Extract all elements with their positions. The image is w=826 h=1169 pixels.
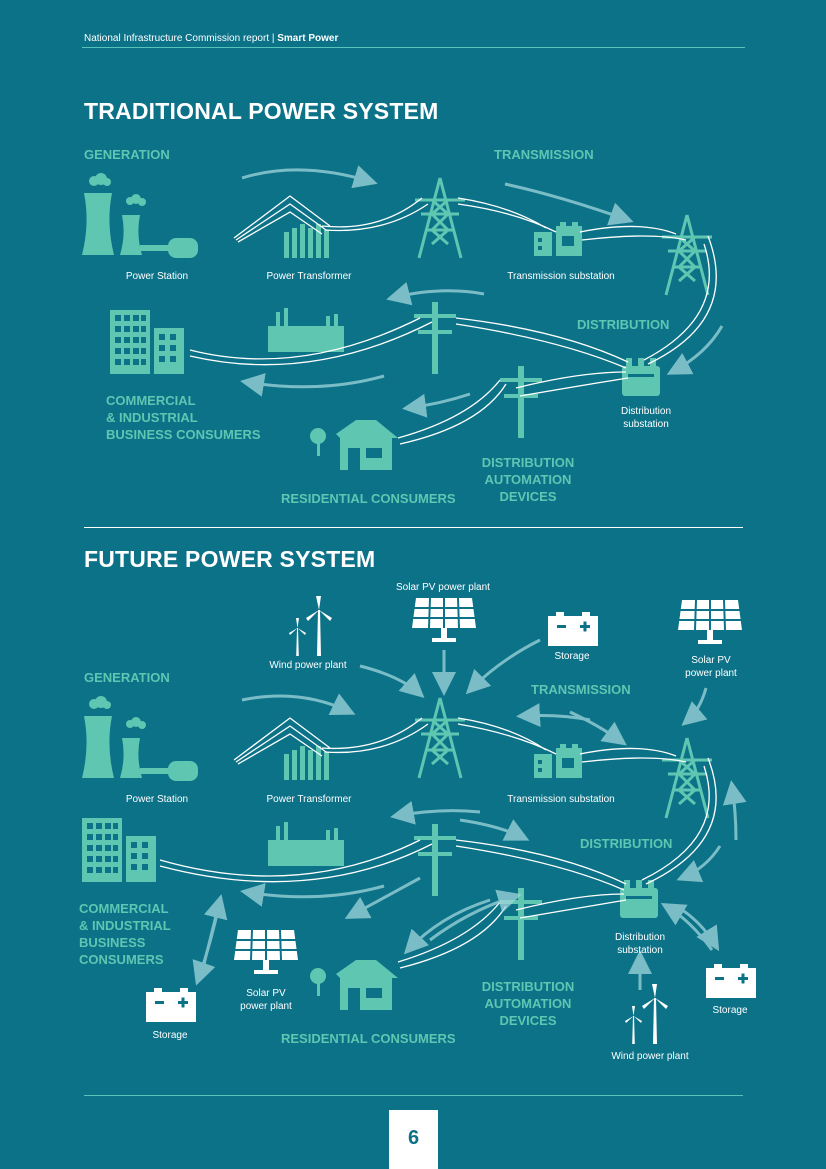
future-power-station-label: Power Station bbox=[125, 794, 189, 805]
traditional-residential-label: RESIDENTIAL CONSUMERS bbox=[281, 491, 456, 506]
distribution-substation-icon bbox=[622, 358, 660, 396]
header-bold: Smart Power bbox=[277, 33, 339, 44]
traditional-generation-label: GENERATION bbox=[84, 147, 170, 162]
page-number: 6 bbox=[389, 1110, 438, 1169]
future-solar-right-label: Solar PV power plant bbox=[685, 655, 737, 679]
footer-rule bbox=[84, 1095, 743, 1096]
wind-turbine-bottom-icon bbox=[625, 984, 668, 1044]
solar-panel-left-icon bbox=[233, 929, 299, 975]
traditional-commercial-label: COMMERCIAL & INDUSTRIAL BUSINESS CONSUME… bbox=[106, 393, 261, 442]
transmission-substation-icon bbox=[534, 744, 582, 778]
flow-arrows bbox=[240, 165, 724, 418]
future-power-transformer-label: Power Transformer bbox=[266, 794, 352, 805]
wind-turbine-icon bbox=[289, 596, 332, 656]
power-transformer-icon bbox=[284, 224, 329, 258]
house-solar-icon bbox=[310, 960, 398, 1010]
distribution-substation-icon bbox=[620, 880, 658, 918]
traditional-power-station-label: Power Station bbox=[125, 271, 189, 282]
power-station-icon bbox=[82, 173, 198, 258]
traditional-transmission-substation-label: Transmission substation bbox=[507, 271, 615, 282]
traditional-diagram bbox=[82, 165, 724, 470]
pylon-icon bbox=[413, 696, 467, 780]
traditional-automation-label: DISTRIBUTION AUTOMATION DEVICES bbox=[481, 455, 575, 504]
battery-icon bbox=[548, 612, 598, 646]
future-commercial-label: COMMERCIAL & INDUSTRIAL BUSINESS CONSUME… bbox=[79, 901, 171, 967]
future-transmission-label: TRANSMISSION bbox=[531, 682, 631, 697]
flow-arrows bbox=[192, 638, 747, 990]
pylon-right-icon bbox=[660, 213, 714, 297]
traditional-title: TRADITIONAL POWER SYSTEM bbox=[84, 98, 439, 124]
future-wind-bottom-label: Wind power plant bbox=[611, 1051, 689, 1062]
house-icon bbox=[310, 420, 398, 470]
distribution-pole-icon bbox=[414, 302, 456, 374]
solar-panel-right-icon bbox=[677, 599, 743, 645]
header-text: National Infrastructure Commission repor… bbox=[84, 33, 278, 44]
pylon-right-icon bbox=[660, 736, 714, 820]
traditional-distribution-substation-label: Distribution substation bbox=[620, 406, 672, 430]
battery-right-icon bbox=[706, 964, 756, 998]
future-transmission-substation-label: Transmission substation bbox=[507, 794, 615, 805]
future-distribution-label: DISTRIBUTION bbox=[580, 836, 673, 851]
future-automation-label: DISTRIBUTION AUTOMATION DEVICES bbox=[481, 979, 575, 1028]
automation-pole-icon bbox=[500, 366, 542, 438]
office-buildings-icon bbox=[82, 818, 156, 882]
future-storage-right-label: Storage bbox=[712, 1005, 748, 1016]
battery-left-icon bbox=[146, 988, 196, 1022]
future-residential-label: RESIDENTIAL CONSUMERS bbox=[281, 1031, 456, 1046]
office-buildings-icon bbox=[110, 310, 184, 374]
future-distribution-substation-label: Distribution substation bbox=[614, 932, 666, 956]
distribution-pole-icon bbox=[414, 824, 456, 896]
factory-icon bbox=[268, 308, 344, 352]
future-title: FUTURE POWER SYSTEM bbox=[84, 546, 376, 572]
factory-icon bbox=[268, 822, 344, 866]
section-divider bbox=[84, 527, 743, 528]
future-generation-label: GENERATION bbox=[84, 670, 170, 685]
power-lines bbox=[159, 717, 717, 969]
power-lines bbox=[189, 195, 717, 445]
future-wind-top-label: Wind power plant bbox=[269, 660, 347, 671]
future-solar-top-label: Solar PV power plant bbox=[396, 582, 490, 593]
power-station-icon bbox=[82, 696, 198, 781]
pylon-icon bbox=[413, 176, 467, 260]
traditional-distribution-label: DISTRIBUTION bbox=[577, 317, 670, 332]
power-transformer-icon bbox=[284, 746, 329, 780]
future-diagram bbox=[82, 596, 756, 1044]
running-header: National Infrastructure Commission repor… bbox=[84, 33, 338, 44]
future-storage-left-label: Storage bbox=[152, 1030, 188, 1041]
traditional-power-transformer-label: Power Transformer bbox=[266, 271, 352, 282]
header-rule bbox=[82, 47, 745, 48]
solar-panel-icon bbox=[411, 597, 477, 643]
traditional-transmission-label: TRANSMISSION bbox=[494, 147, 594, 162]
transmission-substation-icon bbox=[534, 222, 582, 256]
future-storage-top-label: Storage bbox=[554, 651, 590, 662]
future-solar-left-label: Solar PV power plant bbox=[240, 988, 292, 1012]
